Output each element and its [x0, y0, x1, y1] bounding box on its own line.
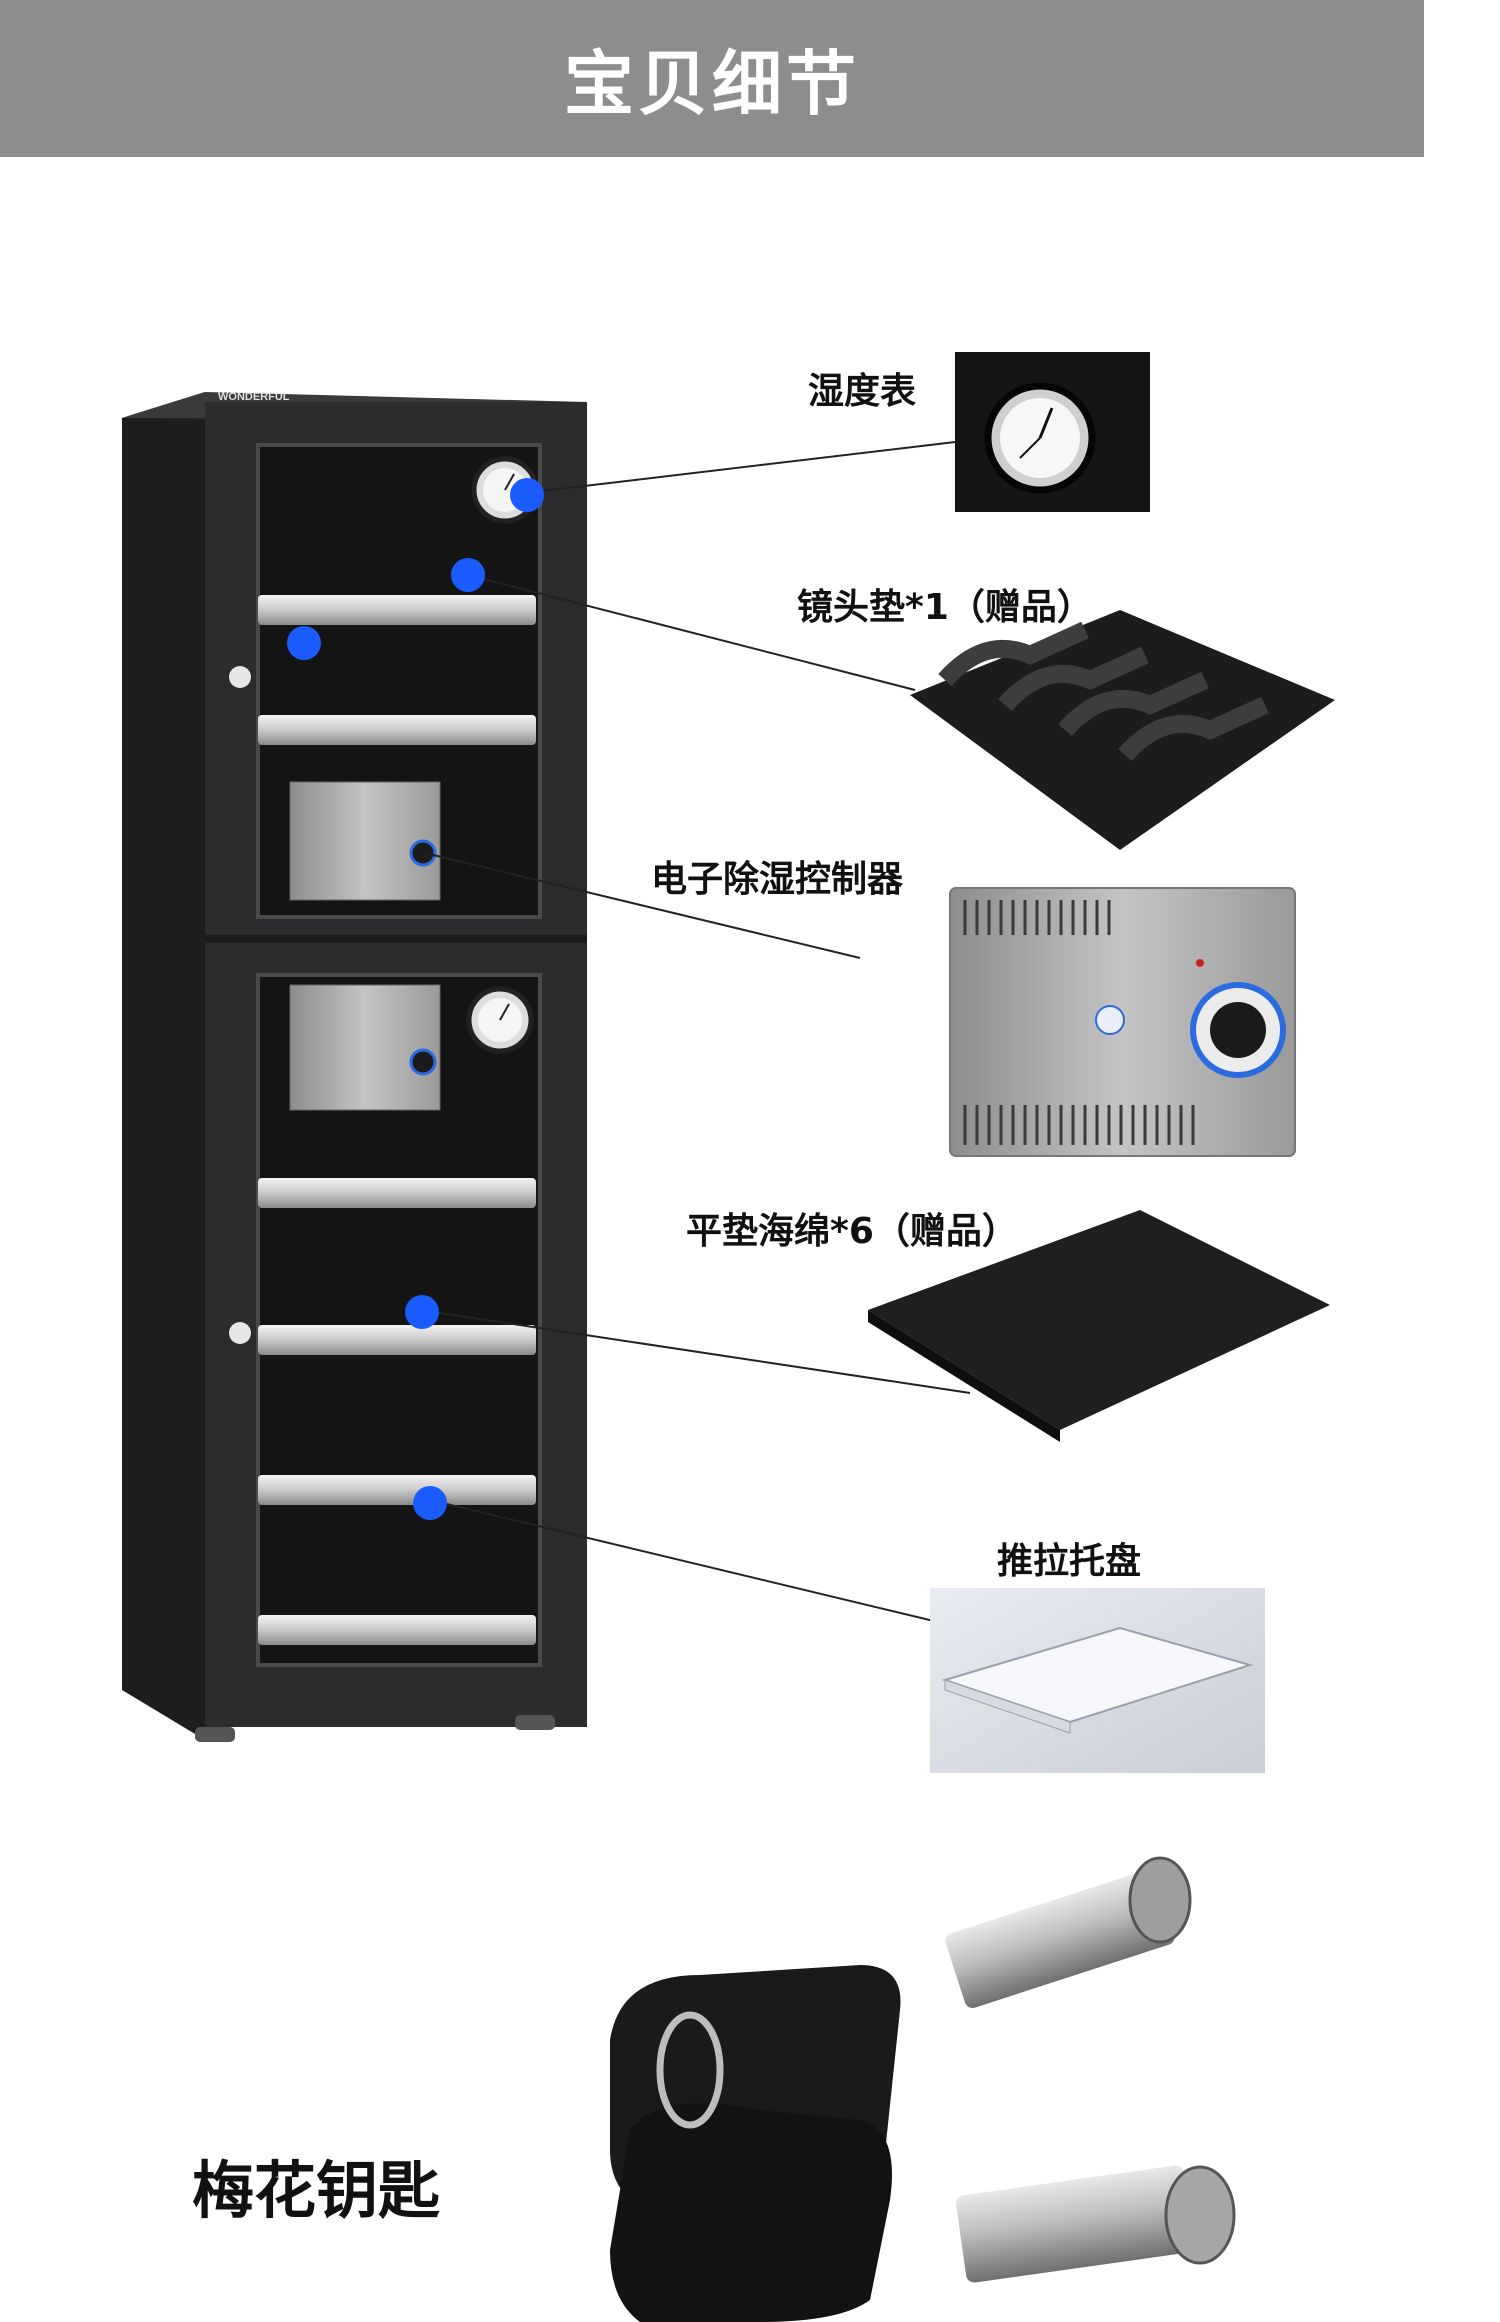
cabinet-brand: WONDERFUL [218, 391, 290, 403]
header-banner [0, 0, 1424, 157]
lens-pad-image [910, 610, 1335, 850]
controller-icon [289, 781, 441, 1111]
callout-tray: 推拉托盘 [997, 1541, 1142, 1582]
keys-label: 梅花钥匙 [192, 2154, 441, 2227]
keys-image [610, 1856, 1236, 2322]
callout-flat-sponge: 平垫海绵*6（赠品） [686, 1211, 1018, 1252]
controller-closeup [949, 887, 1296, 1157]
flat-sponge-image [868, 1210, 1330, 1442]
callout-hygrometer: 湿度表 [808, 371, 917, 412]
page-title: 宝贝细节 [564, 43, 860, 125]
callout-lines [419, 441, 971, 1623]
tray-image [930, 1588, 1265, 1773]
cabinet-shelves [258, 595, 536, 1645]
callout-controller: 电子除湿控制器 [651, 859, 904, 900]
callout-lens-pad: 镜头垫*1（赠品） [797, 587, 1093, 628]
hygrometer-closeup [955, 352, 1150, 512]
detail-markers [287, 478, 544, 1520]
